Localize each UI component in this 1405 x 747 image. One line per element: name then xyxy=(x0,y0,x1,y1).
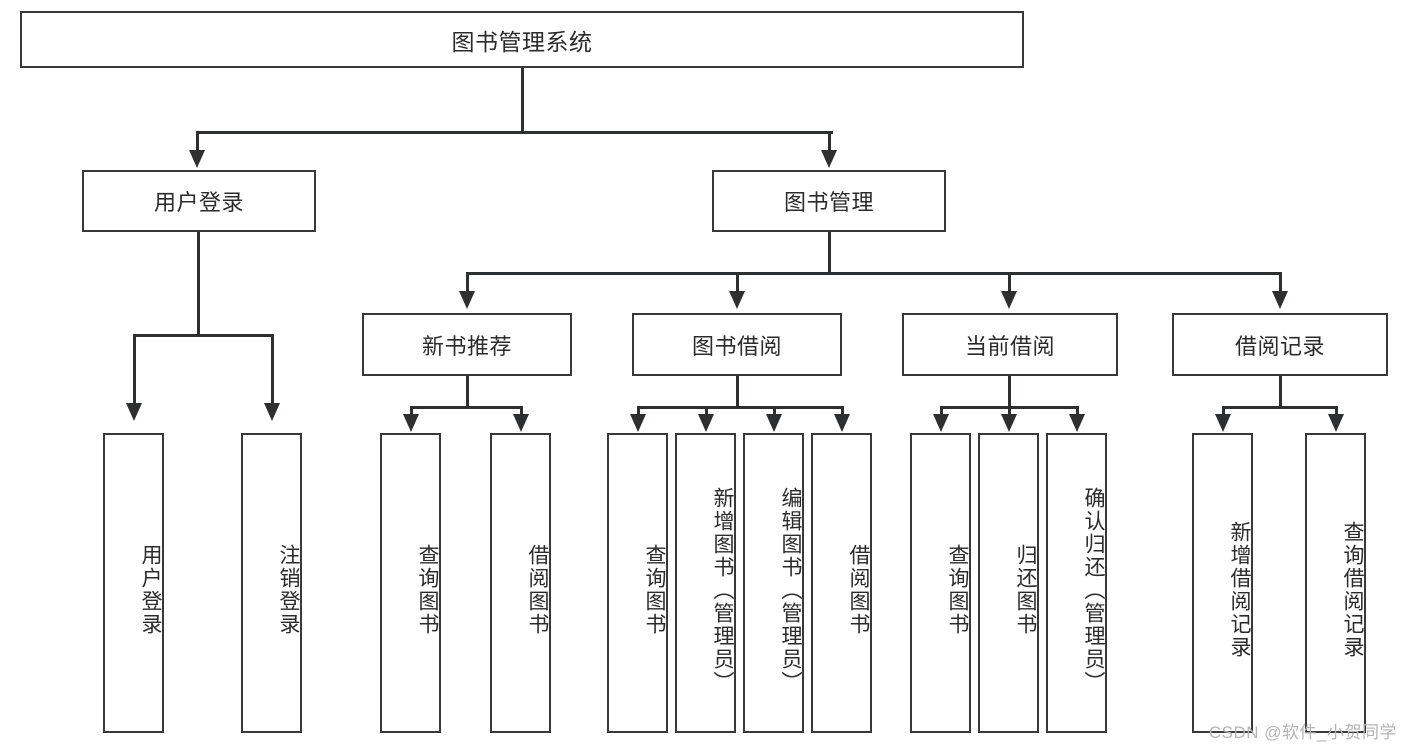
leaf-label: 借阅图书 xyxy=(526,544,549,636)
node-label: 图书借阅 xyxy=(691,333,782,359)
node-current-borrow[interactable]: 当前借阅 xyxy=(902,313,1118,376)
connector-user-login-leaf1 xyxy=(133,334,136,406)
connector-borrow-record-bar xyxy=(1223,406,1337,409)
arrow-new-book-leaf2-icon xyxy=(513,414,529,432)
arrow-to-borrow-record-icon xyxy=(1272,291,1288,309)
leaf-book-borrow-edit-book-admin[interactable]: 编辑图书（管理员） xyxy=(743,433,804,733)
node-label: 图书管理 xyxy=(783,190,874,215)
node-user-login[interactable]: 用户登录 xyxy=(82,170,316,232)
leaf-book-borrow-query-books[interactable]: 查询图书 xyxy=(607,433,668,733)
connector-new-book-bar xyxy=(411,406,522,409)
connector-book-borrow-leaf1 xyxy=(637,406,640,418)
arrow-to-user-login-icon xyxy=(189,150,205,168)
arrow-book-borrow-leaf3-icon xyxy=(766,414,782,432)
connector-to-borrow-record xyxy=(1279,272,1282,294)
connector-book-borrow-stem xyxy=(736,376,739,408)
node-new-book-recommend[interactable]: 新书推荐 xyxy=(362,313,572,376)
connector-to-current-borrow xyxy=(1008,272,1011,294)
connector-book-borrow-bar xyxy=(638,406,843,409)
leaf-label: 查询图书 xyxy=(946,544,969,636)
connector-to-book-borrow xyxy=(736,272,739,294)
leaf-label: 编辑图书（管理员） xyxy=(779,486,802,694)
leaf-user-login-login[interactable]: 用户登录 xyxy=(103,433,164,733)
connector-current-borrow-leaf1 xyxy=(940,406,943,418)
arrow-user-login-leaf2-icon xyxy=(264,403,280,421)
connector-new-book-leaf2 xyxy=(520,406,523,418)
connector-book-borrow-leaf2 xyxy=(705,406,708,418)
leaf-new-book-borrow-books[interactable]: 借阅图书 xyxy=(490,433,551,733)
leaf-book-borrow-add-book-admin[interactable]: 新增图书（管理员） xyxy=(675,433,736,733)
leaf-current-borrow-confirm-return-admin[interactable]: 确认归还（管理员） xyxy=(1046,433,1107,733)
node-label: 当前借阅 xyxy=(964,333,1055,359)
arrow-borrow-record-leaf1-icon xyxy=(1215,414,1231,432)
arrow-current-borrow-leaf1-icon xyxy=(933,414,949,432)
arrow-to-current-borrow-icon xyxy=(1001,291,1017,309)
leaf-label: 注销登录 xyxy=(277,544,300,636)
leaf-new-book-query-books[interactable]: 查询图书 xyxy=(380,433,441,733)
leaf-label: 查询图书 xyxy=(643,544,666,636)
leaf-label: 归还图书 xyxy=(1014,544,1037,636)
leaf-label: 新增图书（管理员） xyxy=(711,486,734,694)
arrow-to-new-book-recommend-icon xyxy=(459,291,475,309)
node-label: 新书推荐 xyxy=(421,333,512,359)
leaf-borrow-record-add-record[interactable]: 新增借阅记录 xyxy=(1192,433,1253,733)
connector-new-book-stem xyxy=(466,376,469,408)
connector-book-borrow-leaf3 xyxy=(773,406,776,418)
leaf-label: 新增借阅记录 xyxy=(1228,521,1251,659)
arrow-current-borrow-leaf2-icon xyxy=(1001,414,1017,432)
connector-book-borrow-leaf4 xyxy=(841,406,844,418)
connector-user-login-bar xyxy=(134,334,273,337)
connector-user-login-stem xyxy=(197,232,200,336)
arrow-new-book-leaf1-icon xyxy=(403,414,419,432)
leaf-label: 用户登录 xyxy=(139,544,162,636)
arrow-to-book-borrow-icon xyxy=(729,291,745,309)
leaf-user-login-logout[interactable]: 注销登录 xyxy=(241,433,302,733)
leaf-current-borrow-return-books[interactable]: 归还图书 xyxy=(978,433,1039,733)
leaf-borrow-record-query-record[interactable]: 查询借阅记录 xyxy=(1305,433,1366,733)
leaf-label: 查询借阅记录 xyxy=(1341,521,1364,659)
node-borrow-record[interactable]: 借阅记录 xyxy=(1172,313,1388,376)
connector-book-management-bar xyxy=(467,272,1281,275)
leaf-current-borrow-query-books[interactable]: 查询图书 xyxy=(910,433,971,733)
connector-to-new-book-recommend xyxy=(466,272,469,294)
leaf-label: 借阅图书 xyxy=(847,544,870,636)
leaf-label: 查询图书 xyxy=(416,544,439,636)
connector-to-book-management xyxy=(828,131,831,153)
connector-root-bar xyxy=(197,131,833,134)
connector-borrow-record-stem xyxy=(1279,376,1282,408)
connector-borrow-record-leaf2 xyxy=(1335,406,1338,418)
arrow-book-borrow-leaf2-icon xyxy=(698,414,714,432)
connector-current-borrow-leaf3 xyxy=(1076,406,1079,418)
connector-new-book-leaf1 xyxy=(410,406,413,418)
connector-to-user-login xyxy=(196,131,199,153)
watermark: CSDN @软件_小贺同学 xyxy=(1208,723,1397,742)
node-book-management[interactable]: 图书管理 xyxy=(712,170,946,232)
connector-borrow-record-leaf1 xyxy=(1222,406,1225,418)
leaf-label: 确认归还（管理员） xyxy=(1082,486,1105,694)
arrow-book-borrow-leaf4-icon xyxy=(834,414,850,432)
node-label: 借阅记录 xyxy=(1234,333,1325,359)
arrow-current-borrow-leaf3-icon xyxy=(1069,414,1085,432)
connector-root-stem xyxy=(521,68,524,132)
arrow-book-borrow-leaf1-icon xyxy=(630,414,646,432)
node-label: 图书管理系统 xyxy=(451,28,593,55)
arrow-borrow-record-leaf2-icon xyxy=(1328,414,1344,432)
connector-user-login-leaf2 xyxy=(271,334,274,406)
arrow-user-login-leaf1-icon xyxy=(126,403,142,421)
leaf-book-borrow-borrow-books[interactable]: 借阅图书 xyxy=(811,433,872,733)
connector-current-borrow-leaf2 xyxy=(1008,406,1011,418)
node-label: 用户登录 xyxy=(153,190,244,215)
connector-book-management-stem xyxy=(828,232,831,274)
node-book-borrow[interactable]: 图书借阅 xyxy=(632,313,842,376)
node-root-book-management-system[interactable]: 图书管理系统 xyxy=(20,11,1024,68)
arrow-to-book-management-icon xyxy=(821,150,837,168)
connector-current-borrow-stem xyxy=(1008,376,1011,408)
